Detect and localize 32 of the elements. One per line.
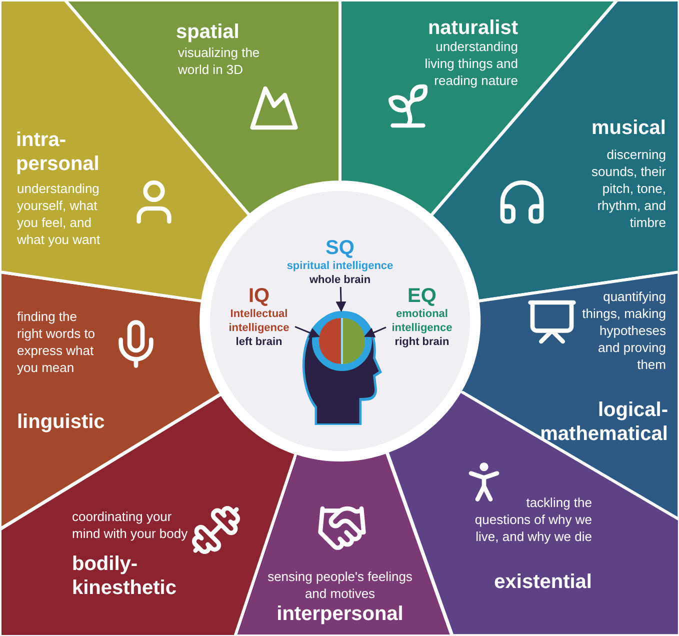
- segment-title: spatial: [176, 20, 240, 44]
- segment-description: understanding living things and reading nature: [424, 38, 518, 89]
- segment-title: musical: [590, 116, 666, 140]
- left-hemisphere: [319, 318, 341, 364]
- intelligence-name: spiritual intelligence: [286, 259, 394, 273]
- right-hemisphere: [343, 318, 365, 364]
- segment-title: existential: [493, 570, 592, 594]
- segment-description: quantifying things, making hypotheses and proving them: [581, 288, 666, 373]
- arrow: [336, 286, 346, 312]
- intelligence-name: Intellectual intelligence: [228, 307, 290, 335]
- segment-description: tackling the questions of why we live, and why we die: [474, 494, 592, 545]
- segment-title: intra-personal: [16, 128, 100, 176]
- segment-title: linguistic: [17, 410, 106, 434]
- brain-region-label: whole brain: [309, 273, 371, 288]
- brain-region-label: right brain: [394, 335, 450, 350]
- segment-description: visualizing the world in 3D: [178, 44, 261, 78]
- segment-title: interpersonal: [276, 602, 404, 626]
- segment-description: sensing people's feelings and motives: [266, 568, 414, 602]
- segment-description: understanding yourself, what you feel, and what you want: [17, 180, 102, 248]
- arrow: [294, 326, 320, 338]
- intelligence-abbreviation: SQ: [326, 237, 354, 259]
- segment-description: coordinating your mind with your body: [72, 508, 189, 542]
- segment-title: logical-mathematical: [539, 398, 668, 446]
- segment-description: discerning sounds, their pitch, tone, rhythm, and timbre: [590, 146, 666, 231]
- brain-region-label: left brain: [236, 335, 282, 350]
- intelligence-abbreviation: IQ: [248, 285, 270, 307]
- intelligence-abbreviation: EQ: [408, 285, 436, 307]
- segment-description: finding the right words to express what you mean: [17, 308, 96, 376]
- segment-title: bodily-kinesthetic: [72, 552, 178, 600]
- intelligence-name: emotional intelligence: [390, 307, 454, 335]
- segment-title: naturalist: [426, 16, 518, 40]
- arrow: [364, 326, 386, 338]
